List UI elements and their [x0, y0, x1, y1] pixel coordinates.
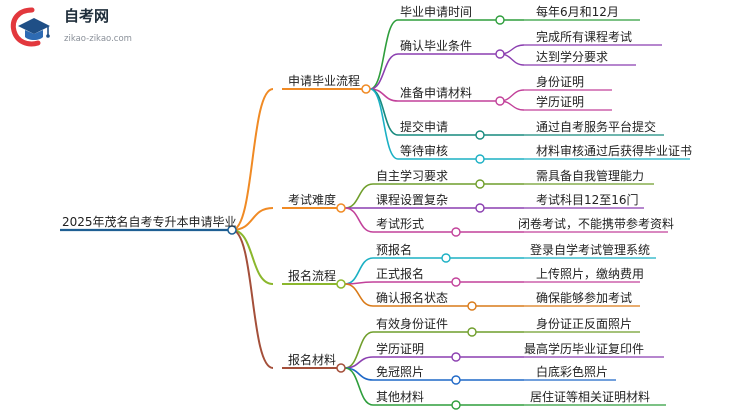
connector-b2-c3 — [344, 207, 374, 233]
detail-label: 身份证明 — [536, 74, 584, 89]
child-label: 课程设置复杂 — [376, 192, 448, 207]
branch-label-flow: 申请毕业流程 — [288, 73, 360, 88]
child-node-dot[interactable] — [495, 15, 505, 25]
connector-b2-c1 — [344, 183, 374, 209]
child-label: 等待审核 — [400, 143, 448, 158]
child-node-dot[interactable] — [441, 253, 451, 263]
connector-root-branch-4 — [231, 229, 274, 369]
child-label: 预报名 — [376, 242, 412, 257]
child-node-dot[interactable] — [451, 352, 461, 362]
child-node-dot[interactable] — [467, 301, 477, 311]
detail-label: 考试科目12至16门 — [536, 192, 639, 207]
connector-b1-c1 — [369, 19, 399, 90]
connector-b1-c5 — [369, 88, 399, 160]
detail-label: 通过自考服务平台提交 — [536, 119, 656, 134]
branch-2-node-dot[interactable] — [336, 203, 346, 213]
root-label: 2025年茂名自考专升本申请毕业 — [62, 214, 237, 229]
child-label: 自主学习要求 — [376, 168, 448, 183]
node-underlines — [60, 19, 690, 406]
child-node-dot[interactable] — [467, 327, 477, 337]
branch-label-materials: 报名材料 — [288, 352, 336, 367]
logo-title: 自考网 — [64, 7, 110, 25]
connectors-root — [231, 88, 274, 369]
child-node-dot[interactable] — [451, 227, 461, 237]
child-node-dot[interactable] — [451, 277, 461, 287]
child-label: 确认报名状态 — [376, 290, 448, 305]
connector-b3-c3 — [344, 283, 374, 307]
detail-label: 白底彩色照片 — [536, 364, 608, 379]
node-labels: 2025年茂名自考专升本申请毕业 申请毕业流程 考试难度 报名流程 报名材料 毕… — [62, 4, 692, 404]
child-node-dot[interactable] — [495, 49, 505, 59]
child-label: 正式报名 — [376, 266, 424, 281]
child-label: 确认毕业条件 — [400, 39, 472, 53]
site-logo[interactable]: 自考网 zikao-zikao.com — [8, 4, 148, 50]
child-node-dot[interactable] — [475, 179, 485, 189]
connector-root-branch-2 — [231, 207, 274, 231]
detail-label: 学历证明 — [536, 94, 584, 109]
child-node-dot[interactable] — [451, 400, 461, 410]
root-node-dot[interactable] — [227, 225, 237, 235]
detail-label: 上传照片，缴纳费用 — [536, 266, 644, 281]
child-label: 考试形式 — [376, 216, 424, 231]
child-label: 学历证明 — [376, 341, 424, 356]
detail-label: 闭卷考试，不能携带参考资料 — [518, 216, 674, 231]
detail-label: 确保能够参加考试 — [536, 290, 632, 305]
connector-root-branch-3 — [231, 229, 274, 285]
detail-label: 最高学历毕业证复印件 — [524, 341, 644, 356]
connector-root-branch-1 — [231, 88, 274, 231]
detail-label: 材料审核通过后获得毕业证书 — [536, 143, 692, 158]
child-label: 免冠照片 — [376, 364, 424, 379]
branch-4-node-dot[interactable] — [336, 363, 346, 373]
detail-label: 身份证正反面照片 — [536, 316, 632, 331]
detail-label: 每年6月和12月 — [536, 4, 619, 19]
detail-label: 完成所有课程考试 — [536, 29, 632, 44]
child-label: 提交申请 — [400, 119, 448, 134]
child-label: 毕业申请时间 — [400, 5, 472, 19]
connector-b1-c2 — [369, 53, 399, 90]
logo-url: zikao-zikao.com — [64, 34, 132, 44]
connectors-details — [445, 19, 525, 406]
child-node-dot[interactable] — [475, 154, 485, 164]
branch-label-difficulty: 考试难度 — [288, 192, 336, 207]
branch-3-node-dot[interactable] — [336, 279, 346, 289]
child-node-dot[interactable] — [475, 130, 485, 140]
child-label: 其他材料 — [376, 390, 424, 404]
child-node-dot[interactable] — [495, 96, 505, 106]
detail-label: 居住证等相关证明材料 — [530, 390, 650, 404]
child-label: 有效身份证件 — [376, 316, 448, 331]
node-circles — [227, 15, 505, 410]
connectors-children — [344, 19, 399, 406]
detail-label: 达到学分要求 — [536, 49, 608, 64]
detail-label: 需具备自我管理能力 — [536, 168, 644, 183]
child-label: 准备申请材料 — [400, 86, 472, 100]
connector-b4-c4 — [344, 367, 374, 406]
child-node-dot[interactable] — [451, 375, 461, 385]
detail-label: 登录自学考试管理系统 — [530, 242, 650, 257]
branch-1-node-dot[interactable] — [361, 84, 371, 94]
child-node-dot[interactable] — [475, 203, 485, 213]
graduation-cap-logo-icon — [10, 7, 50, 47]
connector-b3-c1 — [344, 257, 374, 285]
branch-label-registration: 报名流程 — [288, 268, 336, 283]
